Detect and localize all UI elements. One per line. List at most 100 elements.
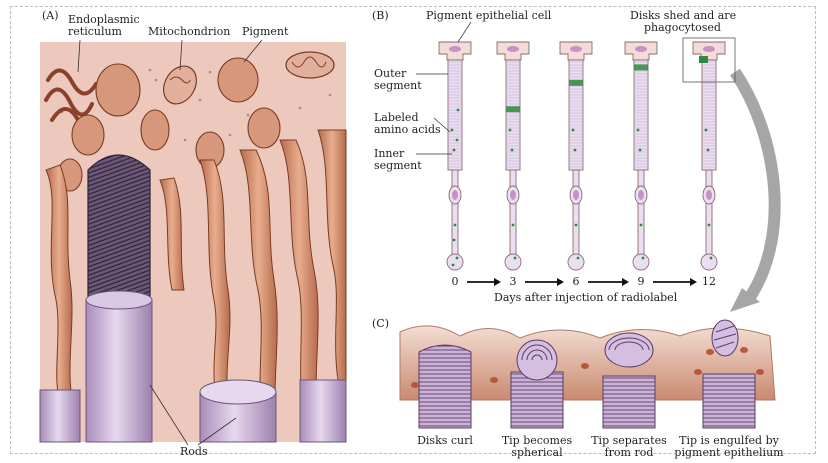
rods-label: Rods <box>180 445 208 458</box>
outer-segment <box>505 59 521 171</box>
time-arrow-head <box>690 278 697 286</box>
labeled-amino-acid-dot <box>639 223 643 227</box>
rod-nucleus <box>452 190 458 200</box>
labeled-amino-acid-dot <box>450 128 454 132</box>
synaptic-terminal <box>446 253 464 271</box>
step-2-label-line1: Tip becomes <box>501 434 573 447</box>
er-label-line2: reticulum <box>68 25 122 38</box>
pe-nucleus <box>635 46 647 52</box>
labeled-amino-acid-dot <box>574 223 578 227</box>
labeled-amino-acid-dot <box>707 223 711 227</box>
outer-segment <box>447 59 463 171</box>
panel-b-letter: (B) <box>372 9 389 22</box>
figure-frame <box>10 6 816 454</box>
inner-segment <box>572 169 580 261</box>
time-arrow-head <box>557 278 564 286</box>
pe-nucleus <box>570 46 582 52</box>
labeled-disk-band <box>569 79 583 86</box>
synaptic-terminal <box>504 253 522 271</box>
panel-c-illustration <box>399 319 776 429</box>
labeled-amino-acid-dot <box>453 223 457 227</box>
labeled-amino-acid-dot <box>510 148 514 152</box>
labeled-amino-acid-dot <box>513 256 517 260</box>
inner-segment <box>451 169 459 261</box>
synaptic-terminal <box>632 253 650 271</box>
pe-nucleus <box>449 46 461 52</box>
curved-arrow-b-to-c <box>729 68 781 304</box>
rod-nucleus <box>573 190 579 200</box>
labeled-amino-acid-dot <box>576 256 580 260</box>
day-tick-12: 12 <box>702 275 716 288</box>
inner-segment-label-line2: segment <box>374 159 422 172</box>
step-4-label-line1: Tip is engulfed by <box>679 434 779 447</box>
labeled-amino-acid-dot <box>456 108 460 112</box>
labeled-disk-band <box>634 64 648 71</box>
inner-segment-label-line1: Inner <box>374 147 405 160</box>
outer-segment <box>633 59 649 171</box>
pe-nucleus <box>507 46 519 52</box>
labeled-aa-leader <box>433 117 451 133</box>
labeled-amino-acid-dot <box>641 256 645 260</box>
step-2-label-line2: spherical <box>511 446 563 459</box>
step-1-label-line1: Disks curl <box>417 434 473 447</box>
inner-segment <box>509 169 517 261</box>
outer-segment-label-line2: segment <box>374 79 422 92</box>
panel-a-illustration <box>39 39 347 446</box>
labeled-amino-acid-dot <box>638 148 642 152</box>
pe-cell-leader <box>457 21 472 43</box>
outer-segment <box>568 59 584 171</box>
labeled-amino-acids-line1: Labeled <box>374 111 419 124</box>
rod-nucleus <box>706 190 712 200</box>
labeled-disk-band <box>506 106 520 113</box>
labeled-amino-acid-dot <box>571 128 575 132</box>
rod-nucleus <box>510 190 516 200</box>
pe-nucleus <box>703 46 715 52</box>
time-arrow-head <box>494 278 501 286</box>
day-tick-3: 3 <box>509 275 517 288</box>
labeled-amino-acid-dot <box>455 138 459 142</box>
outer-segment <box>701 59 717 171</box>
outer-segment-label-line1: Outer <box>374 67 407 80</box>
shed-disks-highlight-box <box>682 37 736 83</box>
panel-b-illustration <box>416 21 726 286</box>
inner-segment <box>705 169 713 261</box>
time-arrow-head <box>622 278 629 286</box>
labeled-amino-acid-dot <box>452 148 456 152</box>
rod-nucleus <box>638 190 644 200</box>
mitochondrion-label: Mitochondrion <box>148 25 231 38</box>
labeled-amino-acid-dot <box>455 256 459 260</box>
panel-c-letter: (C) <box>372 317 389 330</box>
labeled-amino-acid-dot <box>709 256 713 260</box>
pigment-label: Pigment <box>242 25 289 38</box>
synaptic-terminal <box>700 253 718 271</box>
labeled-amino-acid-dot <box>451 263 455 267</box>
panel-a-letter: (A) <box>42 9 59 22</box>
pigment-granules <box>57 57 281 192</box>
labeled-amino-acids-line2: amino acids <box>374 123 441 136</box>
labeled-amino-acid-dot <box>452 238 456 242</box>
step-3-label-line1: Tip separates <box>591 434 667 447</box>
disks-shed-label-line2: phagocytosed <box>644 21 721 34</box>
day-tick-9: 9 <box>637 275 645 288</box>
labeled-amino-acid-dot <box>508 128 512 132</box>
pigment-epithelial-cell-label: Pigment epithelial cell <box>426 9 552 22</box>
day-tick-6: 6 <box>572 275 580 288</box>
inner-segment <box>637 169 645 261</box>
mitochondrion-shapes <box>163 51 335 105</box>
shed-labeled-disks <box>699 56 708 63</box>
curved-arrow-head <box>730 288 760 312</box>
er-label-line1: Endoplasmic <box>68 13 140 26</box>
labeled-amino-acid-dot <box>573 148 577 152</box>
step-3-label-line2: from rod <box>604 446 654 459</box>
step-4-label-line2: pigment epithelium <box>674 446 784 459</box>
labeled-amino-acid-dot <box>636 128 640 132</box>
labeled-amino-acid-dot <box>706 148 710 152</box>
labeled-amino-acid-dot <box>511 223 515 227</box>
disks-shed-label-line1: Disks shed and are <box>630 9 737 22</box>
day-tick-0: 0 <box>451 275 459 288</box>
synaptic-terminal <box>567 253 585 271</box>
labeled-amino-acid-dot <box>704 128 708 132</box>
days-axis-label: Days after injection of radiolabel <box>494 291 678 304</box>
